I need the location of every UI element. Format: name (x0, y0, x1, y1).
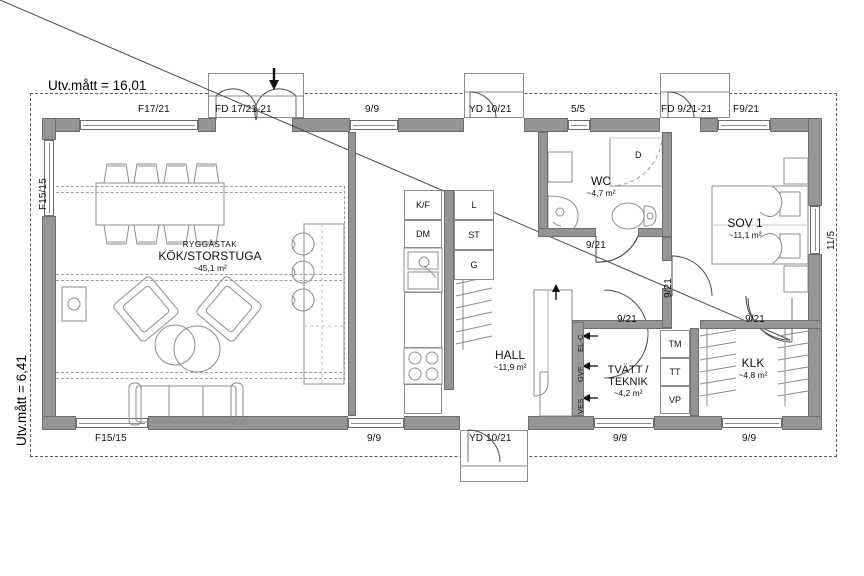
kitchen-unit-kf: K/F (404, 190, 442, 220)
ridge-line-lower2 (56, 378, 342, 379)
room-label-tvatt: TVÄTT / TEKNIK ~4,2 m² (595, 364, 661, 398)
exterior-wall-bottom-a (42, 416, 76, 430)
label-door-wc: 9/21 (586, 240, 606, 251)
ridge-line-lower (56, 372, 342, 373)
label-F15-15-left: F15/15 (38, 178, 49, 210)
ridge-line-upper (56, 186, 342, 187)
label-door-sov1: 9/21 (745, 314, 765, 325)
shaft-label-el-c: EL-C (576, 334, 585, 353)
room-label-hall: HALL ~11,9 m² (470, 348, 550, 372)
room-area-wc: ~4,7 m² (586, 188, 616, 198)
interior-wall-klk-left (690, 328, 699, 416)
room-pre-storstuga: RYGGÅSTAK (182, 240, 238, 249)
kitchen-unit-l: L (454, 190, 494, 220)
dimension-top: Utv.mått = 16,01 (48, 78, 147, 93)
exterior-wall-top-e (524, 118, 568, 132)
kitchen-unit-dm: DM (404, 220, 442, 248)
label-F15-15-bottom: F15/15 (95, 433, 127, 444)
label-YD-10-21-bottom: YD 10/21 (469, 433, 512, 444)
shaft-label-gvf: GVF (576, 366, 585, 382)
room-label-klk: KLK ~4,8 m² (722, 356, 784, 380)
laundry-unit-tt: TT (660, 358, 690, 386)
exterior-wall-top-d (398, 118, 464, 132)
interior-wall-sov-left (662, 237, 672, 261)
room-name-sov1: SOV 1 (727, 216, 763, 230)
interior-wall-kitchen-spine (444, 190, 454, 390)
room-area-hall: ~11,9 m² (493, 362, 527, 372)
label-F17-21: F17/21 (138, 104, 170, 115)
window-5-5 (568, 120, 590, 130)
ridge-line-vertical (344, 186, 345, 380)
room-area-tvatt: ~4,2 m² (613, 388, 643, 398)
label-9-9-bottom-c: 9/9 (742, 433, 757, 444)
interior-wall-wc-left (538, 132, 548, 236)
room-label-sov1: SOV 1 ~11,1 m² (705, 216, 785, 240)
room-label-storstuga: RYGGÅSTAK KÖK/STORSTUGA ~45,1 m² (120, 240, 300, 273)
entry-recess-fd9 (660, 73, 730, 118)
room-name-klk: KLK (741, 356, 765, 370)
exterior-wall-top-b (198, 118, 216, 132)
room-area-sov1: ~11,1 m² (728, 230, 762, 240)
exterior-wall-bottom-c (404, 416, 460, 430)
window-9-9-bottom-c (722, 418, 782, 428)
ridge-line-upper2 (56, 192, 342, 193)
label-FD-17-21-21: FD 17/21-21 (215, 104, 272, 115)
ridge-line-mid (56, 274, 342, 275)
label-FD-9-21-21: FD 9/21-21 (661, 104, 713, 115)
exterior-wall-top-c (292, 118, 350, 132)
window-F9-21 (718, 120, 770, 130)
laundry-unit-tm: TM (660, 330, 690, 358)
kitchen-counter-bottom (404, 384, 442, 414)
room-name-wc: WC (591, 174, 611, 188)
label-door-tvatt: 9/21 (617, 314, 637, 325)
room-area-klk: ~4,8 m² (738, 370, 768, 380)
kitchen-unit-g: G (454, 250, 494, 280)
fixture-label-shower-d: D (635, 150, 642, 160)
room-name-tvatt-b: TEKNIK (608, 376, 648, 388)
label-9-9-bottom-a: 9/9 (367, 433, 382, 444)
shaft-wall (572, 322, 584, 416)
interior-wall-wc-bottom-a (538, 228, 596, 237)
label-9-9-top: 9/9 (365, 104, 380, 115)
kitchen-counter-lower (404, 292, 442, 348)
label-11-5-right: 11/5 (826, 230, 837, 250)
room-label-wc: WC ~4,7 m² (566, 174, 636, 198)
label-9-9-bottom-b: 9/9 (613, 433, 628, 444)
laundry-unit-vp: VP (660, 386, 690, 414)
exterior-wall-left-top (42, 118, 56, 140)
interior-wall-tvatt-right (662, 288, 672, 328)
kitchen-unit-st: ST (454, 220, 494, 250)
window-9-9-bottom-b (594, 418, 654, 428)
window-9-9-bottom-a (348, 418, 404, 428)
label-5-5: 5/5 (571, 104, 586, 115)
exterior-wall-bottom-f (782, 416, 822, 430)
entry-recess-yd10-bottom (460, 430, 528, 482)
label-door-corridor: 9/21 (663, 278, 674, 298)
exterior-wall-top-g (700, 118, 718, 132)
exterior-wall-bottom-b (148, 416, 348, 430)
shaft-label-ves: VES (576, 398, 585, 414)
room-name-storstuga: KÖK/STORSTUGA (158, 249, 262, 263)
label-YD-10-21-top: YD 10/21 (469, 104, 512, 115)
room-name-tvatt-a: TVÄTT / (607, 364, 649, 376)
interior-wall-hall-left (348, 132, 356, 416)
window-F15-15-bottom (76, 418, 148, 428)
window-F17-21 (80, 120, 198, 130)
exterior-wall-bottom-e (654, 416, 722, 430)
entry-recess-yd10-top (464, 73, 524, 118)
window-11-5-right (810, 206, 820, 254)
property-boundary (30, 93, 837, 457)
room-name-hall: HALL (494, 348, 526, 362)
interior-wall-wc-right (662, 132, 672, 237)
label-F9-21: F9/21 (733, 104, 760, 115)
ridge-line-mid2 (56, 280, 342, 281)
room-area-storstuga: ~45,1 m² (193, 263, 227, 273)
exterior-wall-top-f (590, 118, 660, 132)
window-F15-15-left (44, 140, 54, 216)
window-9-9-top (350, 120, 398, 130)
interior-wall-klk-top (700, 320, 822, 329)
